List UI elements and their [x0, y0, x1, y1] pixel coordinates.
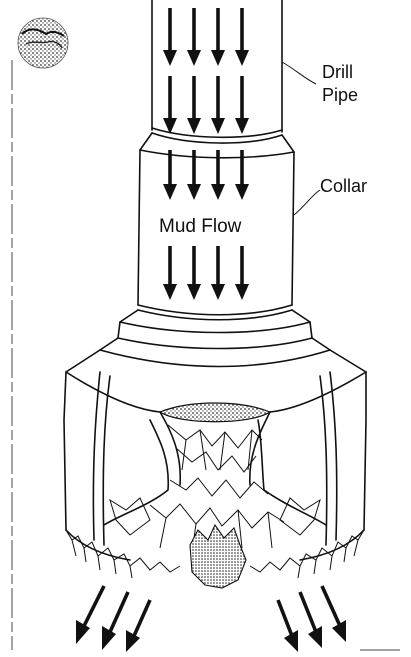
bit-leg-right: [250, 372, 364, 560]
arrows-pipe-row2: [163, 76, 249, 134]
label-drill: Drill: [322, 62, 353, 82]
arrows-collar-row2: [163, 246, 249, 300]
exit-arrows-right: [278, 586, 346, 652]
cone-top: [160, 403, 270, 422]
arrows-pipe-row1: [163, 8, 249, 66]
center-cone: [190, 525, 246, 588]
leader-collar: [294, 190, 320, 215]
label-collar: Collar: [320, 176, 367, 196]
logo-stamp-icon: [18, 18, 68, 68]
label-mud-flow: Mud Flow: [159, 216, 242, 237]
exit-arrows-left: [76, 586, 150, 652]
leader-drill-pipe: [282, 62, 316, 84]
label-pipe: Pipe: [322, 85, 358, 105]
